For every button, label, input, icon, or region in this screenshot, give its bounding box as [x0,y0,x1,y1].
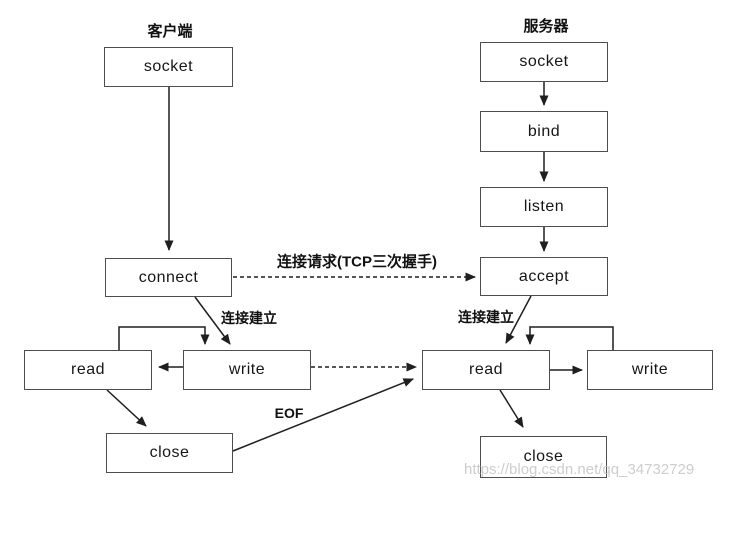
edge-client-close-to-server-read-eof [232,378,414,452]
server-column-header: 服务器 [523,18,569,35]
edge-client-read-to-close [106,389,147,427]
node-server-close: close [480,436,607,478]
node-server-bind: bind [480,111,608,152]
edge-label-connection-established-client: 连接建立 [221,310,277,326]
edge-server-write-loop-to-read [525,326,614,350]
node-server-read: read [422,350,550,390]
node-server-accept: accept [480,257,608,296]
csdn-watermark: https://blog.csdn.net/qq_34732729 [464,461,695,478]
node-client-read: read [24,350,152,390]
edge-connect-to-client-write [194,296,231,345]
node-server-socket: socket [480,42,608,82]
node-client-connect: connect [105,258,232,297]
edge-label-eof: EOF [274,405,304,421]
edge-accept-to-server-read [505,295,532,344]
client-column-header: 客户端 [147,23,193,40]
edge-server-read-to-close [499,389,524,428]
edge-label-tcp-handshake: 连接请求(TCP三次握手) [277,253,437,271]
node-client-write: write [183,350,311,390]
edge-label-connection-established-server: 连接建立 [458,309,514,325]
node-client-close: close [106,433,233,473]
node-server-listen: listen [480,187,608,227]
node-client-socket: socket [104,47,233,87]
node-server-write: write [587,350,713,390]
edge-client-read-loop-to-write [118,326,210,350]
